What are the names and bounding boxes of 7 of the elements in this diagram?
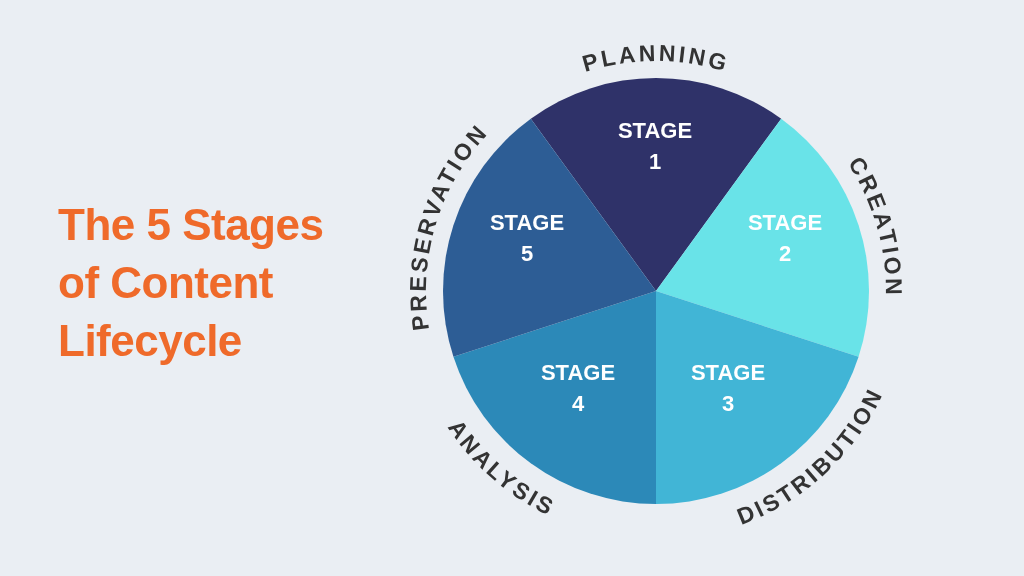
stage-label: STAGE 3 [690, 359, 766, 416]
title: The 5 Stages of Content Lifecycle [58, 199, 325, 367]
stage-name: PLANNING [579, 39, 733, 77]
stage-label: STAGE 2 [747, 209, 823, 268]
stage-label: STAGE 1 [617, 117, 693, 176]
stage-label: STAGE 4 [540, 359, 616, 418]
stage-label: STAGE 5 [489, 209, 565, 268]
